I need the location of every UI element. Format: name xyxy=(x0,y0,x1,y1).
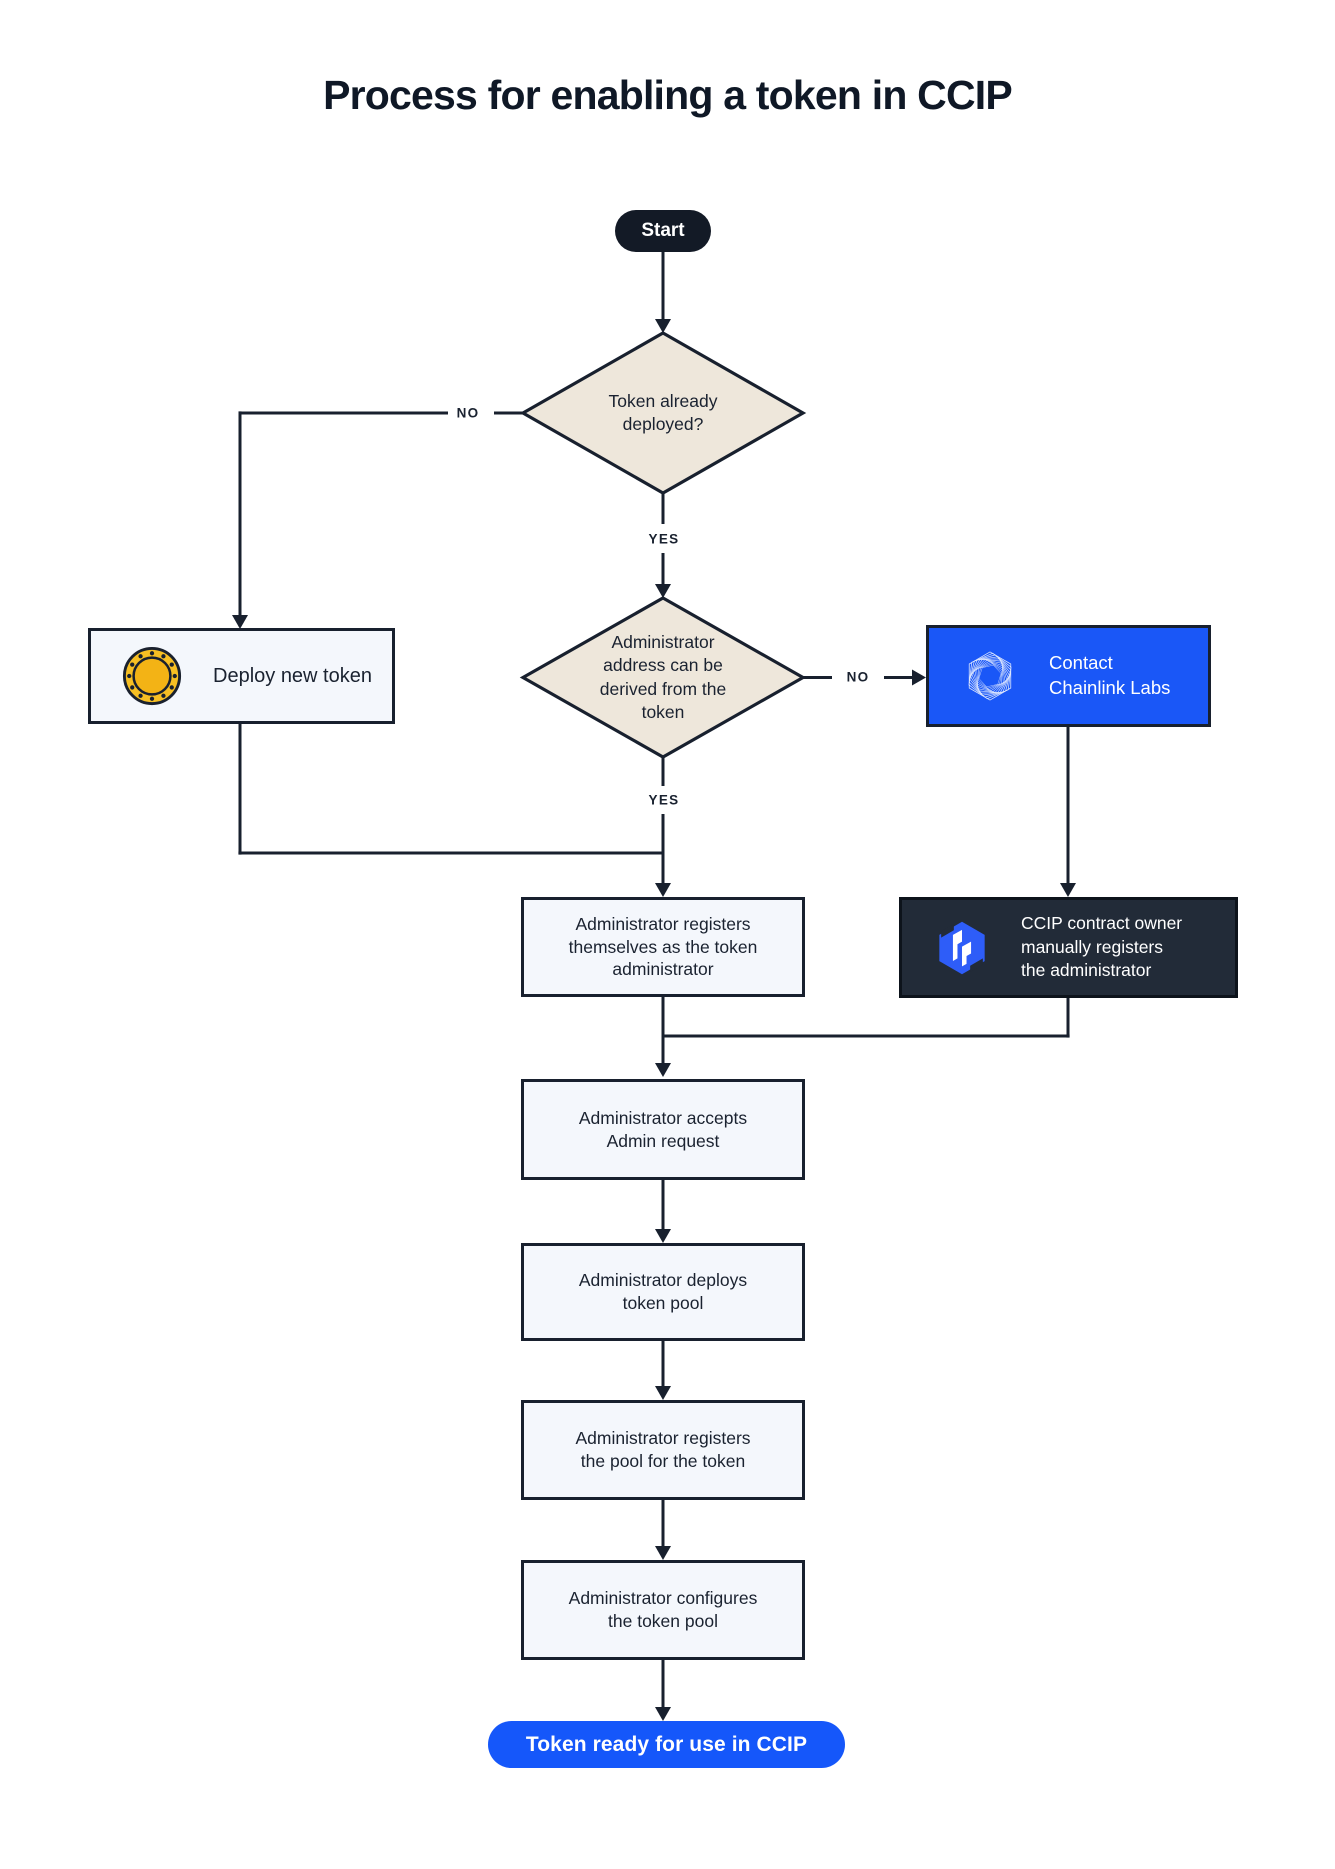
ccip-icon xyxy=(939,921,985,974)
arrowhead-icon xyxy=(655,584,671,598)
process-deploy-new-token-label: Deploy new token xyxy=(213,664,372,687)
arrowhead-icon xyxy=(655,1386,671,1400)
end-node-token-ready-label: Token ready for use in CCIP xyxy=(525,1732,808,1756)
start-label: Start xyxy=(641,220,685,241)
decision-token-deployed: Token already deployed? xyxy=(563,373,763,453)
decision-admin-derivable: Administrator address can be derived fro… xyxy=(563,627,763,728)
arrowhead-icon xyxy=(655,1063,671,1077)
arrowhead-icon xyxy=(232,615,248,629)
arrowhead-icon xyxy=(655,319,671,333)
decision-diamond-admin-derivable xyxy=(519,596,807,759)
arrowhead-icon xyxy=(912,669,926,686)
arrowhead-icon xyxy=(1060,883,1076,897)
edge-label-yes: YES xyxy=(648,531,680,547)
process-admin-deploys-pool: Administrator deploys token pool xyxy=(521,1243,805,1341)
end-node-token-ready: Token ready for use in CCIP xyxy=(488,1721,845,1768)
chainlink-labs-icon xyxy=(968,651,1012,701)
process-admin-accepts-label: Administrator accepts Admin request xyxy=(578,1107,748,1151)
edge-label-no: NO xyxy=(456,405,480,421)
process-admin-configures-pool: Administrator configures the token pool xyxy=(521,1560,805,1660)
arrowhead-icon xyxy=(655,1229,671,1243)
process-contact-chainlink-labs: Contact Chainlink Labs xyxy=(926,625,1211,727)
edge-label-yes: YES xyxy=(648,792,680,808)
process-admin-registers-pool-label: Administrator registers the pool for the… xyxy=(575,1428,751,1471)
arrowhead-icon xyxy=(655,1707,671,1721)
arrowhead-icon xyxy=(655,883,671,897)
decision-diamond-token-deployed xyxy=(519,331,807,495)
arrowhead-icon xyxy=(655,1546,671,1560)
process-ccip-owner-registers-label: CCIP contract owner manually registers t… xyxy=(1021,913,1183,981)
decision-token-deployed-label: Token already deployed? xyxy=(608,390,718,434)
process-ccip-owner-registers: CCIP contract owner manually registers t… xyxy=(899,897,1238,998)
process-admin-accepts: Administrator accepts Admin request xyxy=(521,1079,805,1180)
page-title: Process for enabling a token in CCIP xyxy=(323,72,1013,118)
process-admin-registers-label: Administrator registers themselves as th… xyxy=(568,913,758,980)
decision-admin-derivable-label: Administrator address can be derived fro… xyxy=(599,632,727,722)
edge-label-no: NO xyxy=(846,669,870,685)
process-admin-configures-pool-label: Administrator configures the token pool xyxy=(568,1588,758,1631)
start-node: Start xyxy=(615,210,711,252)
process-deploy-new-token: Deploy new token xyxy=(88,628,395,724)
process-admin-registers-pool: Administrator registers the pool for the… xyxy=(521,1400,805,1500)
process-contact-chainlink-labs-label: Contact Chainlink Labs xyxy=(1049,652,1171,698)
process-admin-deploys-pool-label: Administrator deploys token pool xyxy=(578,1270,748,1313)
coin-icon xyxy=(122,646,182,706)
process-admin-registers: Administrator registers themselves as th… xyxy=(521,897,805,997)
